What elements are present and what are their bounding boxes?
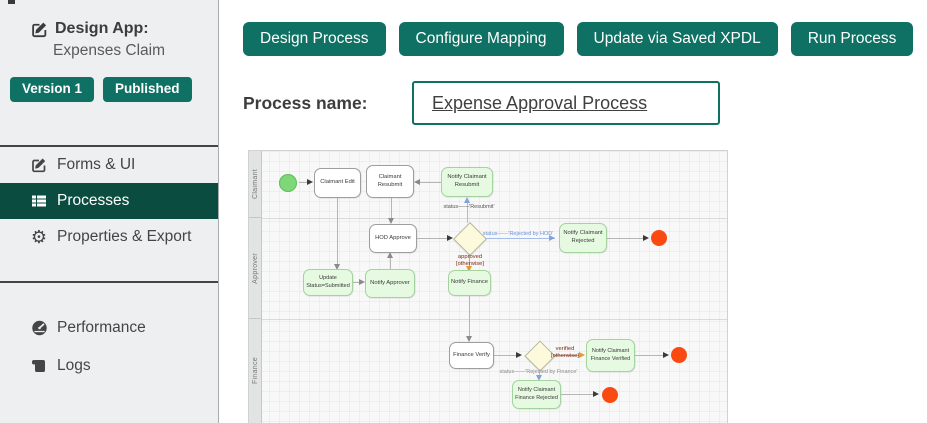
gear-icon: ⚙: [30, 226, 48, 247]
update-via-saved-xpdl-button[interactable]: Update via Saved XPDL: [576, 22, 778, 56]
arrowhead: [663, 352, 669, 358]
configure-mapping-button[interactable]: Configure Mapping: [398, 22, 564, 56]
edge-finance-verified-to-end: [635, 355, 663, 356]
sidebar-item-label: Forms & UI: [57, 155, 136, 173]
lane-label-finance: Finance: [249, 319, 262, 423]
edge-notify-approver-to-hod-approve: [390, 258, 391, 269]
run-process-button[interactable]: Run Process: [790, 22, 914, 56]
task-finance-verify[interactable]: Finance Verify: [449, 342, 494, 369]
lane-divider: [262, 319, 727, 320]
sidebar: Design App: Expenses Claim Version 1 Pub…: [0, 0, 219, 423]
gateway-approval-decision[interactable]: [453, 222, 487, 256]
version-badge: Version 1: [10, 77, 95, 102]
arrowhead: [447, 235, 453, 241]
edge-notify-rejected-to-end: [607, 238, 645, 239]
sidebar-nav-primary: Forms & UI Processes ⚙ Properties & Expo…: [0, 147, 218, 255]
edge-start-to-claimant-edit: [299, 182, 308, 183]
arrowhead: [388, 218, 394, 224]
edge-label-rejected-by-finance: status——'Rejected by Finance': [499, 369, 578, 375]
arrowhead: [516, 352, 522, 358]
task-hod-approve[interactable]: HOD Approve: [369, 224, 417, 253]
edge-update-status-to-notify-approver: [353, 282, 359, 283]
task-notify-claimant-finance-rejected[interactable]: Notify Claimant Finance Rejected: [512, 380, 561, 409]
arrowhead: [593, 391, 599, 397]
sidebar-divider: [0, 144, 218, 147]
app-title: Design App:: [55, 20, 149, 37]
task-notify-approver[interactable]: Notify Approver: [365, 269, 415, 298]
edge-notify-resubmit-to-claimant-resubmit: [420, 182, 441, 183]
arrowhead: [307, 179, 313, 185]
sidebar-item-properties-export[interactable]: ⚙ Properties & Export: [0, 219, 218, 255]
edge-gateway-to-finance-rejected: [539, 369, 540, 376]
arrowhead: [359, 279, 365, 285]
task-notify-claimant-resubmit[interactable]: Notify Claimant Resubmit: [441, 167, 493, 197]
edit-icon: [30, 156, 48, 174]
edge-label-resubmit: status——'Resubmit': [443, 204, 495, 210]
badge-row: Version 1 Published: [10, 77, 208, 102]
lane-label-approver: Approver: [249, 218, 262, 319]
sidebar-nav-secondary: Performance Logs: [0, 283, 218, 385]
sidebar-item-forms-ui[interactable]: Forms & UI: [0, 147, 218, 183]
edge-label-approved: approved [otherwise]: [455, 254, 485, 267]
end-event[interactable]: [651, 230, 667, 246]
arrowhead: [464, 197, 470, 203]
process-diagram-canvas: Claimant Approver Finance Claimant Edit …: [248, 150, 728, 423]
app-subtitle: Expenses Claim: [53, 42, 165, 59]
scroll-icon: [30, 357, 48, 375]
arrowhead: [549, 235, 555, 241]
edit-icon: [30, 20, 48, 38]
sidebar-item-processes[interactable]: Processes: [0, 182, 218, 219]
start-event[interactable]: [279, 174, 297, 192]
main-content: Design Process Configure Mapping Update …: [220, 0, 927, 423]
sidebar-item-label: Performance: [57, 318, 146, 336]
edge-gateway-to-notify-rejected: [485, 238, 555, 239]
task-notify-claimant-rejected[interactable]: Notify Claimant Rejected: [559, 223, 607, 253]
arrowhead: [414, 179, 420, 185]
edge-label-rejected-by-hod: status——'Rejected by HOD': [482, 231, 554, 237]
arrowhead: [466, 266, 472, 272]
sidebar-item-performance[interactable]: Performance: [0, 309, 218, 347]
edge-claimant-resubmit-to-hod-approve: [391, 198, 392, 218]
end-event[interactable]: [602, 387, 618, 403]
edge-gateway-to-notify-finance: [469, 254, 470, 266]
arrowhead: [536, 375, 542, 381]
design-process-button[interactable]: Design Process: [243, 22, 386, 56]
sidebar-item-label: Processes: [57, 191, 130, 209]
sidebar-item-label: Logs: [57, 356, 91, 374]
sidebar-item-label: Properties & Export: [57, 227, 192, 245]
edge-hod-approve-to-gateway: [417, 238, 447, 239]
lane-divider: [262, 218, 727, 219]
published-badge: Published: [103, 77, 192, 102]
edge-finance-verify-to-gateway: [494, 355, 516, 356]
edge-label-verified: verified [otherwise]: [550, 346, 580, 359]
sidebar-item-logs[interactable]: Logs: [0, 347, 218, 385]
task-notify-finance[interactable]: Notify Finance: [448, 270, 491, 296]
lane-label-claimant: Claimant: [249, 151, 262, 218]
process-name-input[interactable]: [412, 81, 720, 125]
app-header: Design App: Expenses Claim Version 1 Pub…: [0, 0, 218, 102]
process-name-label: Process name:: [243, 93, 368, 113]
window-artifact: [8, 0, 15, 4]
arrowhead: [643, 235, 649, 241]
edge-claimant-edit-to-update-status: [337, 198, 338, 264]
arrowhead: [466, 336, 472, 342]
arrowhead: [387, 252, 393, 258]
task-notify-claimant-finance-verified[interactable]: Notify Claimant Finance Verified: [586, 339, 635, 372]
task-claimant-edit[interactable]: Claimant Edit: [314, 168, 361, 198]
gauge-icon: [30, 319, 48, 337]
edge-notify-finance-to-finance-verify: [469, 296, 470, 336]
arrowhead: [334, 264, 340, 270]
edge-finance-rejected-to-end: [561, 394, 593, 395]
arrowhead: [579, 352, 585, 358]
toolbar: Design Process Configure Mapping Update …: [243, 22, 914, 56]
end-event[interactable]: [671, 347, 687, 363]
edge-gateway-to-finance-verified: [553, 355, 581, 356]
list-icon: [30, 192, 48, 210]
sidebar-divider: [0, 280, 218, 283]
task-update-status-submitted[interactable]: Update Status=Submitted: [303, 269, 353, 296]
edge-gateway-to-notify-resubmit: [467, 203, 468, 223]
task-claimant-resubmit[interactable]: Claimant Resubmit: [366, 165, 414, 198]
